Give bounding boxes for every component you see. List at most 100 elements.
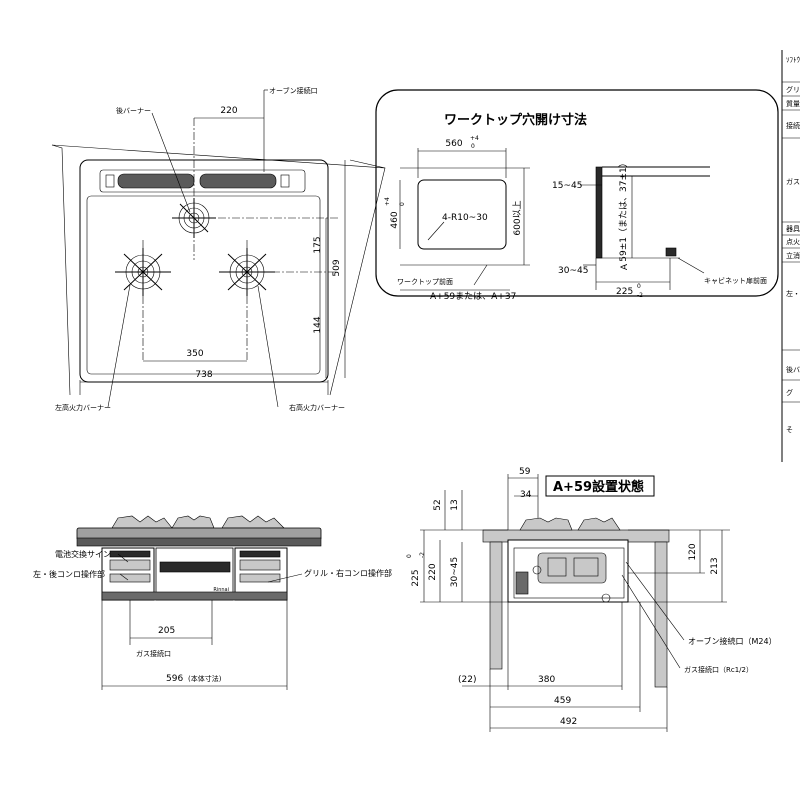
vent-cap-left xyxy=(105,174,115,188)
right-knob-row xyxy=(239,559,281,571)
body-size-label: (本体寸法) xyxy=(188,674,222,683)
grill-door xyxy=(155,547,234,601)
dim-596: 596 xyxy=(166,674,183,684)
worktop-section xyxy=(595,166,603,259)
cabinet-door-marker xyxy=(665,247,677,257)
dim-460-tol-upper: +4 xyxy=(384,197,391,206)
cooktop-glass xyxy=(86,195,321,375)
left-burner-side xyxy=(111,515,173,529)
dim-460-tol-lower: 0 xyxy=(399,202,406,206)
cutout-opening xyxy=(417,179,507,250)
side-dim-34: 34 xyxy=(520,490,532,500)
side-dim-52: 52 xyxy=(433,499,443,510)
radius-label: 4-R10~30 xyxy=(442,213,488,223)
dim-560-tol-upper: +4 xyxy=(470,135,479,142)
right-indicator-strip xyxy=(239,550,281,558)
cutout-frame xyxy=(375,89,779,297)
gas-port-rc-leader xyxy=(621,574,681,669)
side-body-inner xyxy=(513,547,625,599)
spec-row: そ xyxy=(786,426,793,434)
side-grill-box xyxy=(537,552,607,584)
side-dim-225-tol-upper: 0 xyxy=(406,554,413,558)
vent-cap-right xyxy=(280,174,290,188)
a-label: A xyxy=(620,263,630,270)
dim-738: 738 xyxy=(195,370,212,380)
dim-220: 220 xyxy=(220,106,237,116)
bottom-rail xyxy=(101,591,288,601)
dim-59: 59±1（または、37±1） xyxy=(618,158,629,261)
side-burner-1 xyxy=(519,517,573,531)
cabinet-wall-left xyxy=(489,541,503,670)
spec-row: グリ xyxy=(786,85,800,94)
battery-sign-leader xyxy=(117,553,129,563)
dim-175: 175 xyxy=(313,236,323,253)
side-dim-13: 13 xyxy=(450,499,460,510)
rear-burner-leader xyxy=(151,112,191,213)
oven-port-label: オーブン接続口 xyxy=(269,86,318,95)
side-dim-225-tol-lower: -2 xyxy=(419,552,426,558)
left-panel-leader xyxy=(119,573,129,581)
dim-144: 144 xyxy=(313,316,323,333)
gas-port-rc-label: ガス接続口（Rc1/2） xyxy=(684,665,753,674)
gas-port-label: ガス接続口 xyxy=(136,649,171,658)
vent-grille-left xyxy=(117,173,195,189)
oven-port-m24-label: オーブン接続口（M24） xyxy=(688,636,777,646)
spec-table: ｿﾌﾄｳｪｱ グリ 質量 接続 ガス 器具 点火 立消 左・ 後バ グ そ xyxy=(781,50,800,462)
side-bracket xyxy=(515,571,529,595)
rear-burner-side xyxy=(171,515,215,529)
side-dim-492: 492 xyxy=(560,717,577,727)
rear-vent-frame xyxy=(99,169,306,193)
left-knob-row xyxy=(109,559,151,571)
dim-205: 205 xyxy=(158,626,175,636)
side-view: A+59設置状態 59 34 52 13 225 0 -2 xyxy=(406,467,777,732)
a59-label: A+59または、A+37 xyxy=(430,291,516,302)
dim-225-tol-upper: 0 xyxy=(637,283,641,290)
cutout-detail: ワークトップ穴開け寸法 560 +4 0 460 +4 0 4-R10~30 6… xyxy=(375,89,779,302)
spec-row: 後バ xyxy=(786,365,800,374)
right-panel-leader xyxy=(267,573,303,583)
outline-left-edge xyxy=(51,144,71,396)
dim-509: 509 xyxy=(332,259,342,276)
dim-600-over: 600以上 xyxy=(512,200,523,235)
right-burner-side xyxy=(221,515,285,529)
brand-logo: Rinnai xyxy=(213,587,229,593)
side-dim-30-45: 30~45 xyxy=(450,557,460,587)
front-edge-leader xyxy=(473,264,488,286)
spec-row: ｿﾌﾄｳｪｱ xyxy=(786,56,800,64)
cutout-title: ワークトップ穴開け寸法 xyxy=(444,112,587,128)
right-panel-label: グリル・右コンロ操作部 xyxy=(304,568,392,578)
side-dim-120: 120 xyxy=(688,543,698,560)
side-fitting-2 xyxy=(601,593,611,603)
spec-row: 点火 xyxy=(786,238,800,246)
battery-sign-label: 電池交換サイン xyxy=(55,549,111,559)
left-panel-label: 左・後コンロ操作部 xyxy=(33,569,105,579)
cabinet-wall-right xyxy=(654,541,668,688)
left-knob-row-2 xyxy=(109,573,151,583)
side-fitting-1 xyxy=(532,565,542,575)
cooktop-outline xyxy=(79,159,329,383)
side-dim-380: 380 xyxy=(538,675,555,685)
vent-grille-right xyxy=(199,173,277,189)
install-title-box xyxy=(545,475,655,497)
cabinet-front-label: キャビネット扉前面 xyxy=(704,276,767,285)
left-burner-leader xyxy=(107,284,131,408)
dim-225-tol-lower: -2 xyxy=(637,292,643,299)
front-edge-plate xyxy=(76,537,322,547)
right-burner-label: 右高火力バーナー xyxy=(289,403,345,412)
side-dim-213: 213 xyxy=(710,557,720,574)
dim-560-tol-lower: 0 xyxy=(471,143,475,150)
left-burner-label: 左高火力バーナー xyxy=(55,403,111,412)
side-box-a xyxy=(547,557,567,577)
left-indicator-strip xyxy=(109,550,151,558)
dim-15-45: 15~45 xyxy=(552,181,582,191)
dim-225: 225 xyxy=(616,287,633,297)
dim-350: 350 xyxy=(186,349,203,359)
spec-row: 立消 xyxy=(786,251,800,260)
side-dim-225: 225 xyxy=(411,569,421,586)
install-title: A+59設置状態 xyxy=(553,479,644,495)
front-edge-label: ワークトップ前面 xyxy=(397,277,453,286)
side-dim-459: 459 xyxy=(554,696,571,706)
right-knob-row-2 xyxy=(239,573,281,583)
side-dim-59: 59 xyxy=(519,467,531,477)
